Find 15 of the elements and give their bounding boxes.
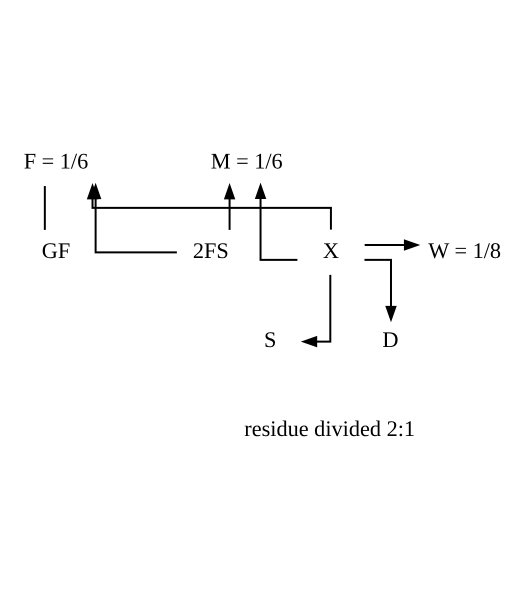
arrow xyxy=(224,183,236,230)
node-text: F = 1/6 xyxy=(24,148,88,174)
connector xyxy=(44,186,46,230)
label: residue divided 2:1 xyxy=(244,416,416,442)
arrow xyxy=(364,258,397,322)
arrow xyxy=(254,182,298,261)
node-text: GF xyxy=(42,238,70,263)
node-text: X xyxy=(322,238,339,263)
arrow xyxy=(300,274,332,348)
node-text: S xyxy=(264,327,276,352)
node-text: 2FS xyxy=(192,238,229,263)
node-text: W = 1/8 xyxy=(428,238,502,263)
node-text: M = 1/6 xyxy=(210,148,283,174)
arrow xyxy=(364,239,420,251)
node-text: D xyxy=(382,327,398,352)
